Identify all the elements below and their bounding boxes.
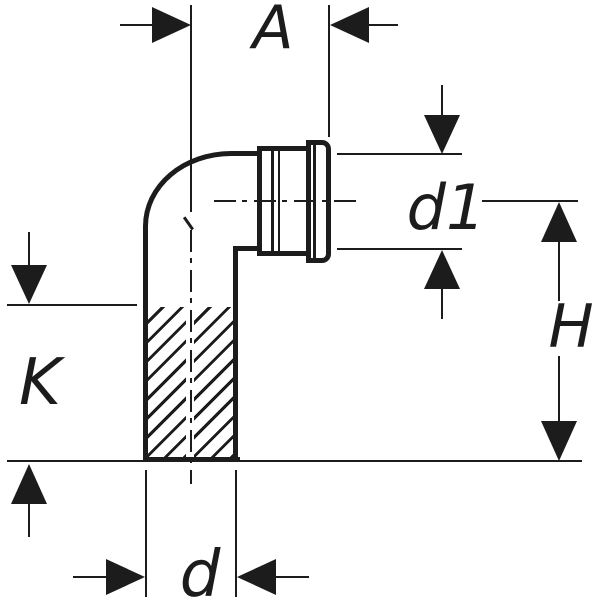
dim-d-arrow-right-tail: [276, 575, 309, 579]
dim-d1-extension-bottom: [337, 247, 462, 251]
dim-k-arrow-top-tail: [27, 232, 31, 266]
dim-h-label: H: [548, 292, 594, 362]
dim-d-arrow-left-icon: [106, 559, 145, 595]
dim-d1-arrow-top-tail: [440, 85, 444, 117]
dim-d-extension-right: [234, 470, 238, 597]
vertical-centerline-dashdot: [189, 230, 192, 484]
dim-d-extension-left: [144, 470, 148, 597]
dim-h-line-top: [557, 241, 561, 301]
base-extension-line: [7, 459, 582, 463]
dim-h-line-bottom: [557, 356, 561, 421]
dim-a-arrow-left-tail: [120, 23, 153, 27]
dim-d1-extension-top: [337, 152, 462, 156]
dim-a-label: A: [252, 0, 294, 63]
dim-h-arrow-top-icon: [541, 202, 577, 242]
dim-d1-to-h-reference-line: [482, 199, 578, 203]
dim-d-arrow-left-tail: [73, 575, 106, 579]
dim-k-label: K: [19, 346, 61, 420]
dim-a-arrow-left-icon: [152, 7, 191, 43]
dim-a-arrow-right-tail: [368, 23, 398, 27]
dim-d1-arrow-top-icon: [424, 115, 460, 154]
vertical-centerline-solid: [189, 5, 192, 212]
dim-h-arrow-bottom-icon: [541, 421, 577, 461]
dim-d1-arrow-bottom-icon: [424, 250, 460, 289]
dim-k-arrow-bottom-tail: [27, 503, 31, 537]
dim-a-arrow-right-icon: [330, 7, 369, 43]
hatch-area-right: [194, 307, 233, 458]
dim-k-arrow-bottom-icon: [11, 464, 47, 504]
dim-d1-label: d1: [406, 171, 486, 244]
hatch-area-left: [148, 307, 186, 458]
dim-k-extension-line: [7, 303, 137, 307]
dim-d1-arrow-bottom-tail: [440, 288, 444, 319]
dim-k-arrow-top-icon: [11, 265, 47, 304]
dim-d-label: d: [179, 538, 221, 600]
dim-a-extension-right: [327, 5, 331, 137]
dim-d-arrow-right-icon: [237, 559, 276, 595]
elbow-inner-corner: [233, 246, 262, 462]
horizontal-centerline-dashdot: [214, 199, 358, 203]
